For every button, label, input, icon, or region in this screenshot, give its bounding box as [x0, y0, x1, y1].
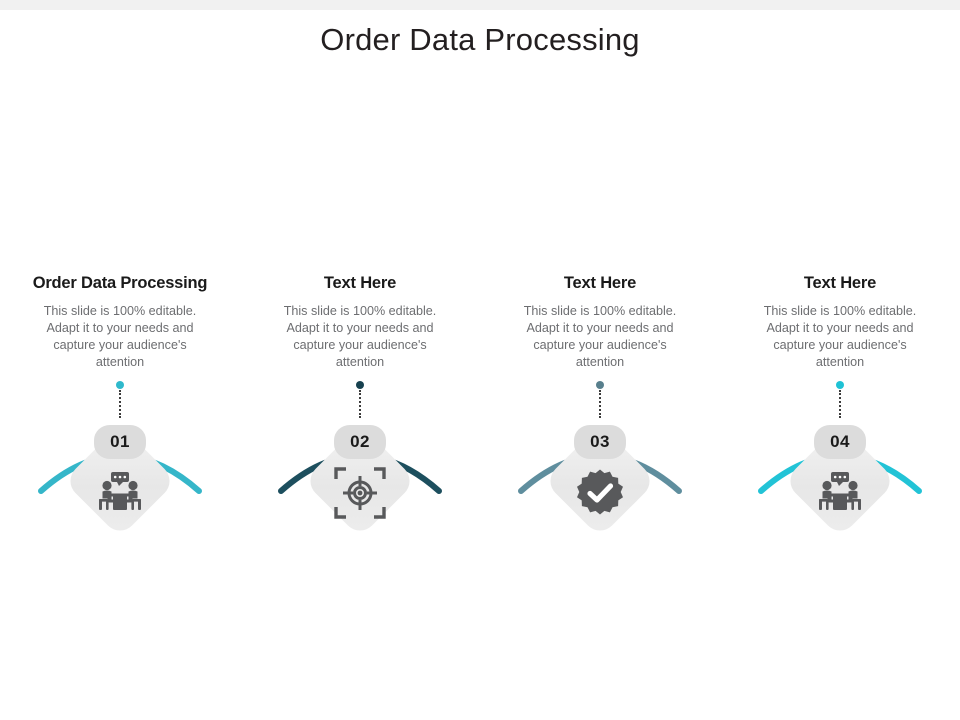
connector-dot-icon [836, 381, 844, 389]
step-heading: Text Here [323, 274, 397, 292]
connector-line-04 [835, 381, 845, 419]
connector-dot-icon [596, 381, 604, 389]
connector-dotted-line [119, 390, 121, 418]
step-heading: Text Here [803, 274, 877, 292]
step-column-02[interactable]: Text Here This slide is 100% editable. A… [240, 272, 480, 592]
step-column-04[interactable]: Text Here This slide is 100% editable. A… [720, 272, 960, 592]
meeting-table-icon [806, 464, 874, 522]
connector-dotted-line [599, 390, 601, 418]
top-strip [0, 0, 960, 10]
connector-line-01 [115, 381, 125, 419]
step-body-text: This slide is 100% editable. Adapt it to… [283, 304, 437, 369]
step-number-badge: 04 [814, 425, 866, 459]
step-body-text: This slide is 100% editable. Adapt it to… [43, 304, 197, 369]
steps-row: Order Data Processing This slide is 100%… [0, 272, 960, 592]
connector-dot-icon [116, 381, 124, 389]
step-heading: Order Data Processing [32, 274, 208, 292]
step-body-text: This slide is 100% editable. Adapt it to… [763, 304, 917, 369]
step-node-01[interactable]: 01 [31, 417, 209, 567]
step-number-badge: 01 [94, 425, 146, 459]
step-column-01[interactable]: Order Data Processing This slide is 100%… [0, 272, 240, 592]
step-node-03[interactable]: 03 [511, 417, 689, 567]
slide-canvas: Order Data Processing Order Data Process… [0, 10, 960, 720]
step-number-badge: 02 [334, 425, 386, 459]
step-number-badge: 03 [574, 425, 626, 459]
step-body-text: This slide is 100% editable. Adapt it to… [523, 304, 677, 369]
connector-line-03 [595, 381, 605, 419]
page-title: Order Data Processing [320, 22, 640, 57]
target-crosshair-icon [326, 464, 394, 522]
step-node-04[interactable]: 04 [751, 417, 929, 567]
step-column-03[interactable]: Text Here This slide is 100% editable. A… [480, 272, 720, 592]
meeting-table-icon [86, 464, 154, 522]
connector-dotted-line [359, 390, 361, 418]
connector-line-02 [355, 381, 365, 419]
connector-dotted-line [839, 390, 841, 418]
check-badge-icon [566, 464, 634, 522]
step-node-02[interactable]: 02 [271, 417, 449, 567]
connector-dot-icon [356, 381, 364, 389]
step-heading: Text Here [563, 274, 637, 292]
